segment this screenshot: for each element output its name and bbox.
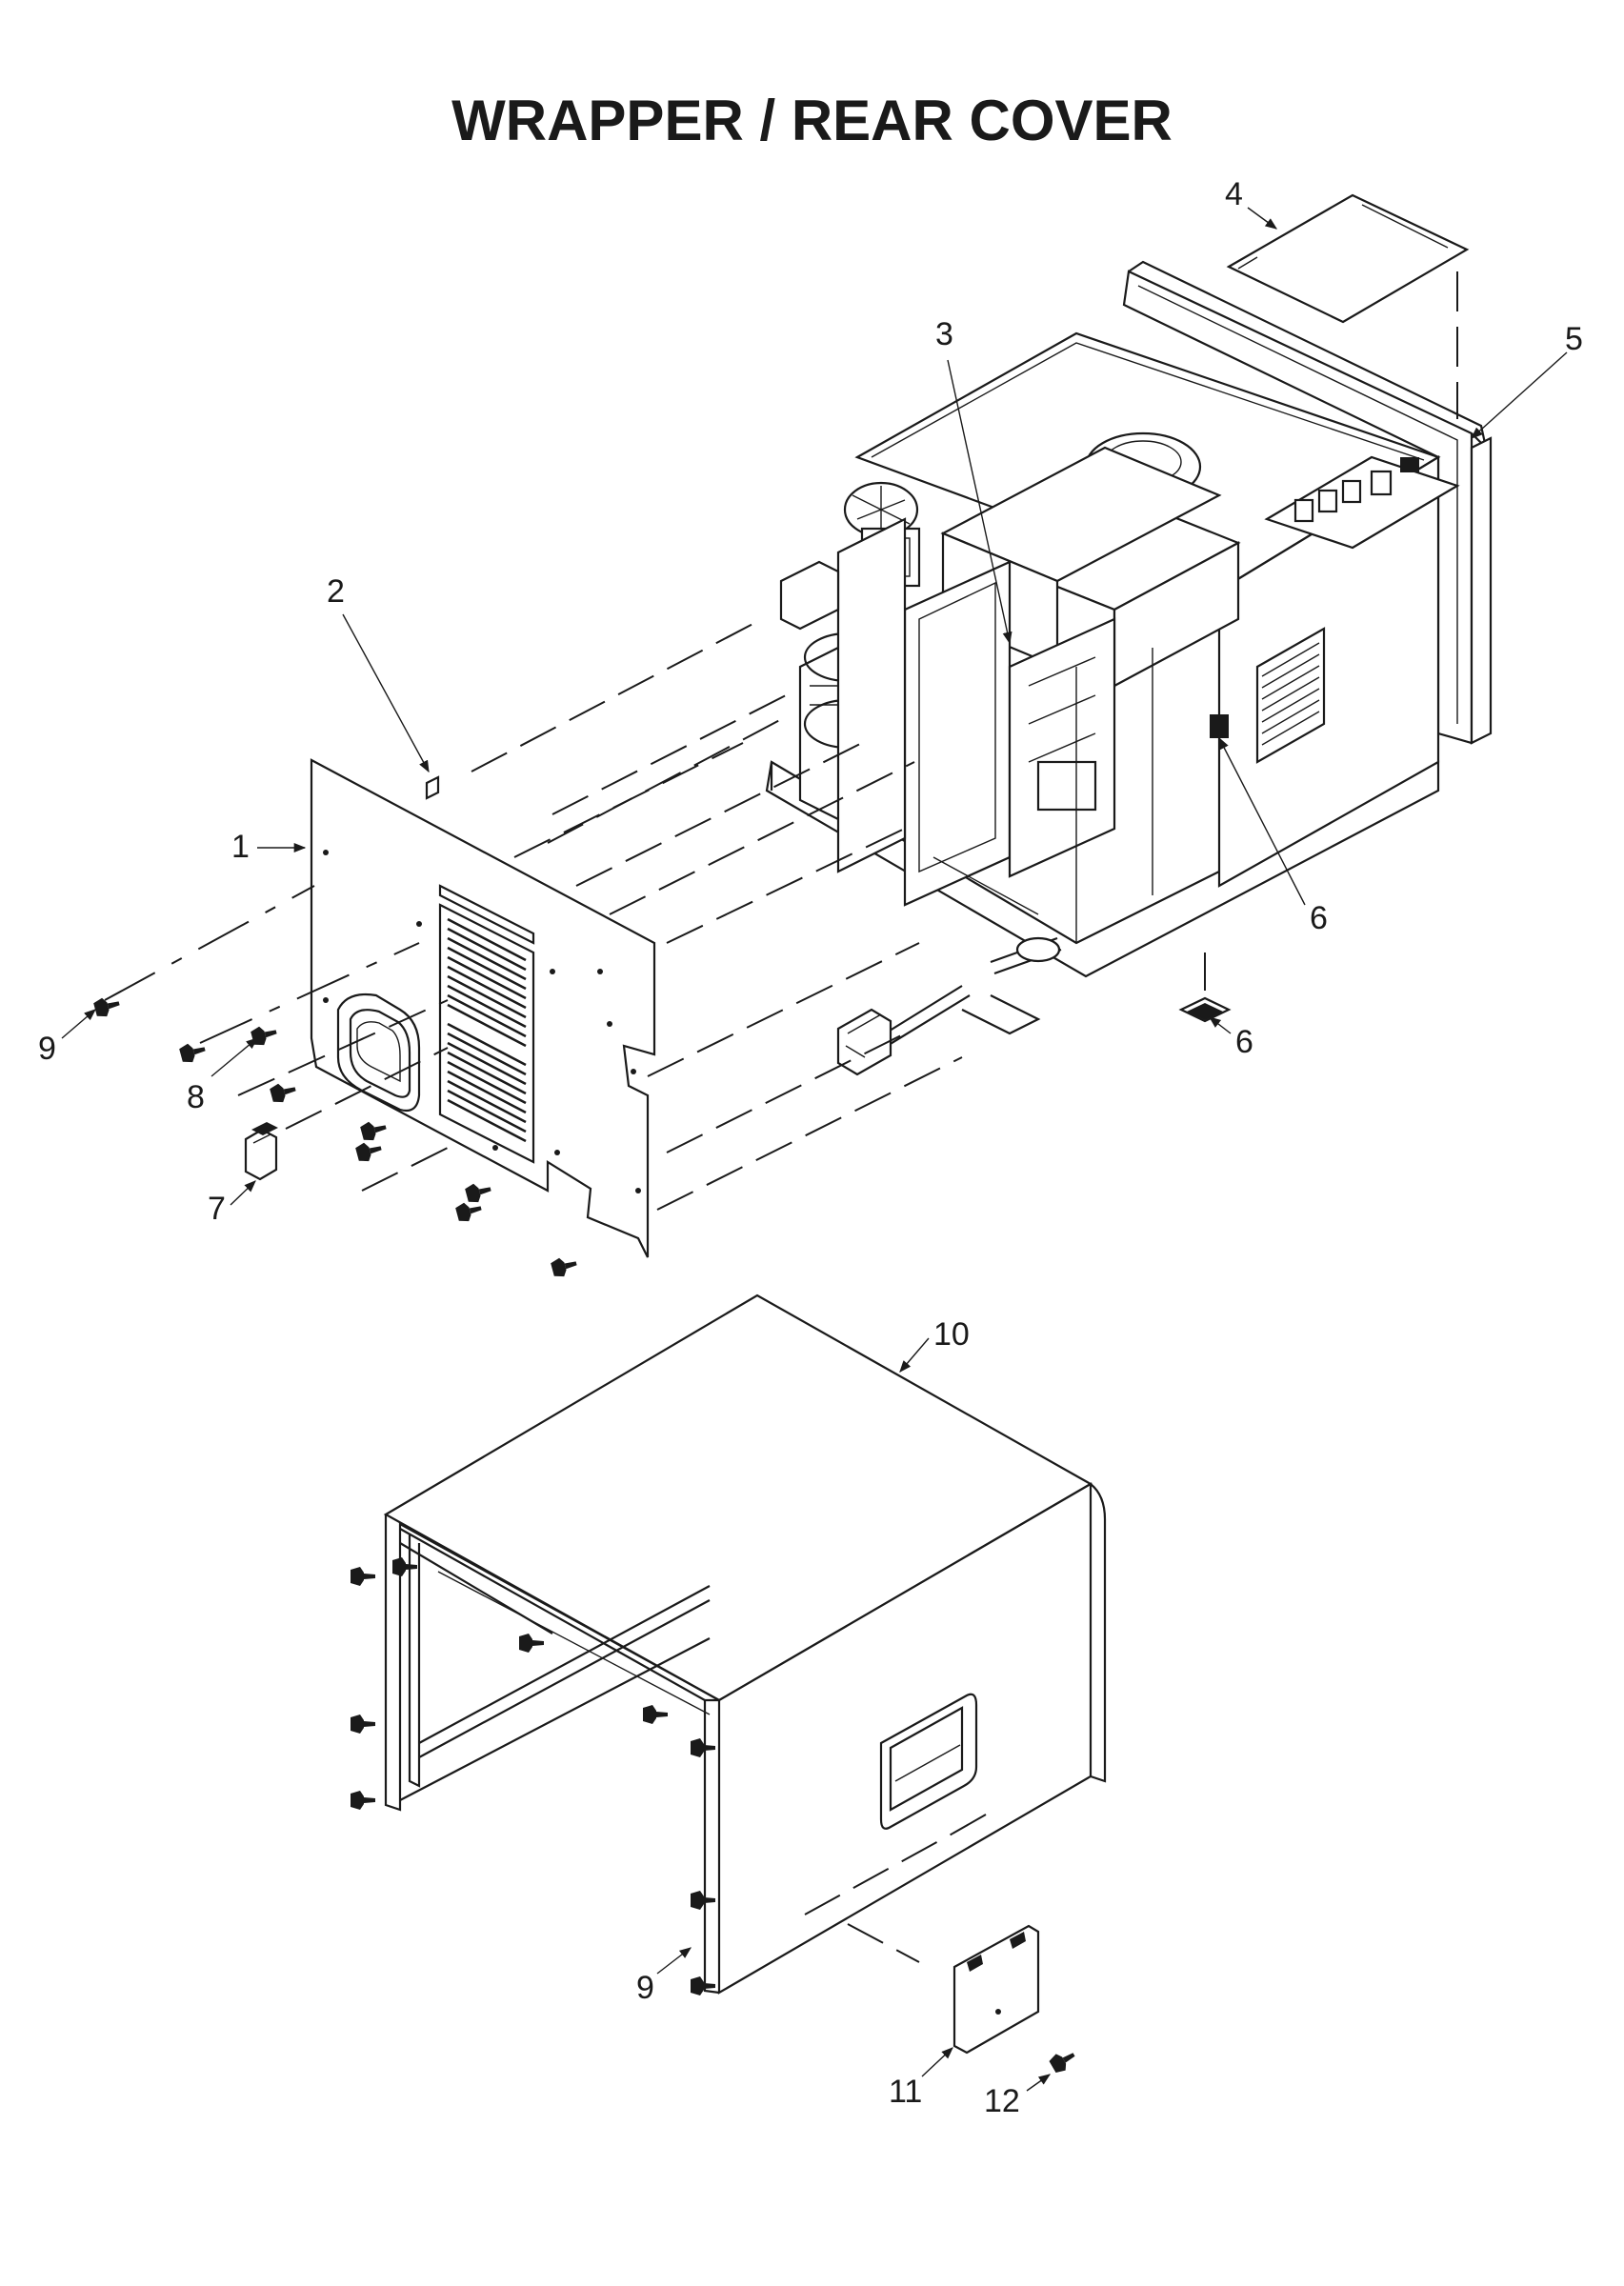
callout-6-upper: 6 [1310, 900, 1328, 936]
callouts: 1 2 3 4 5 6 6 7 8 9 [38, 176, 1583, 2119]
rear-grille-upper [447, 917, 527, 1048]
cover-alignment-line [847, 1923, 920, 1963]
callout-3: 3 [935, 316, 953, 352]
callout-11: 11 [889, 2074, 922, 2110]
top-cover-sheet [1226, 193, 1470, 324]
callout-12: 12 [984, 2083, 1020, 2119]
mounting-bracket [244, 1122, 278, 1181]
wrapper-port [879, 1693, 978, 1830]
rear-cover-panel [310, 758, 656, 1258]
callout-4: 4 [1225, 176, 1243, 212]
air-outlet-port [336, 993, 421, 1113]
assembly-alignment-lines [104, 618, 963, 1211]
callout-10: 10 [933, 1316, 970, 1353]
callout-9-upper: 9 [38, 1031, 56, 1067]
panel-clip [425, 775, 440, 800]
callout-9-lower: 9 [636, 1970, 654, 2006]
side-vent [1255, 627, 1326, 764]
callout-2: 2 [327, 573, 345, 610]
access-cover [952, 1924, 1040, 2055]
rear-grille-lower [447, 1022, 527, 1143]
callout-1: 1 [231, 829, 250, 865]
page-title: WRAPPER / REAR COVER [451, 89, 1173, 152]
callout-8: 8 [187, 1079, 205, 1115]
switch-part [1178, 996, 1232, 1023]
callout-7: 7 [208, 1191, 226, 1227]
callout-6-lower: 6 [1235, 1024, 1253, 1060]
access-cover-screw [1048, 2046, 1079, 2075]
control-board [1264, 455, 1460, 550]
oven-chassis [765, 260, 1493, 978]
callout-5: 5 [1565, 321, 1583, 357]
outer-wrapper [383, 1293, 1107, 1995]
power-cord [836, 985, 1041, 1076]
